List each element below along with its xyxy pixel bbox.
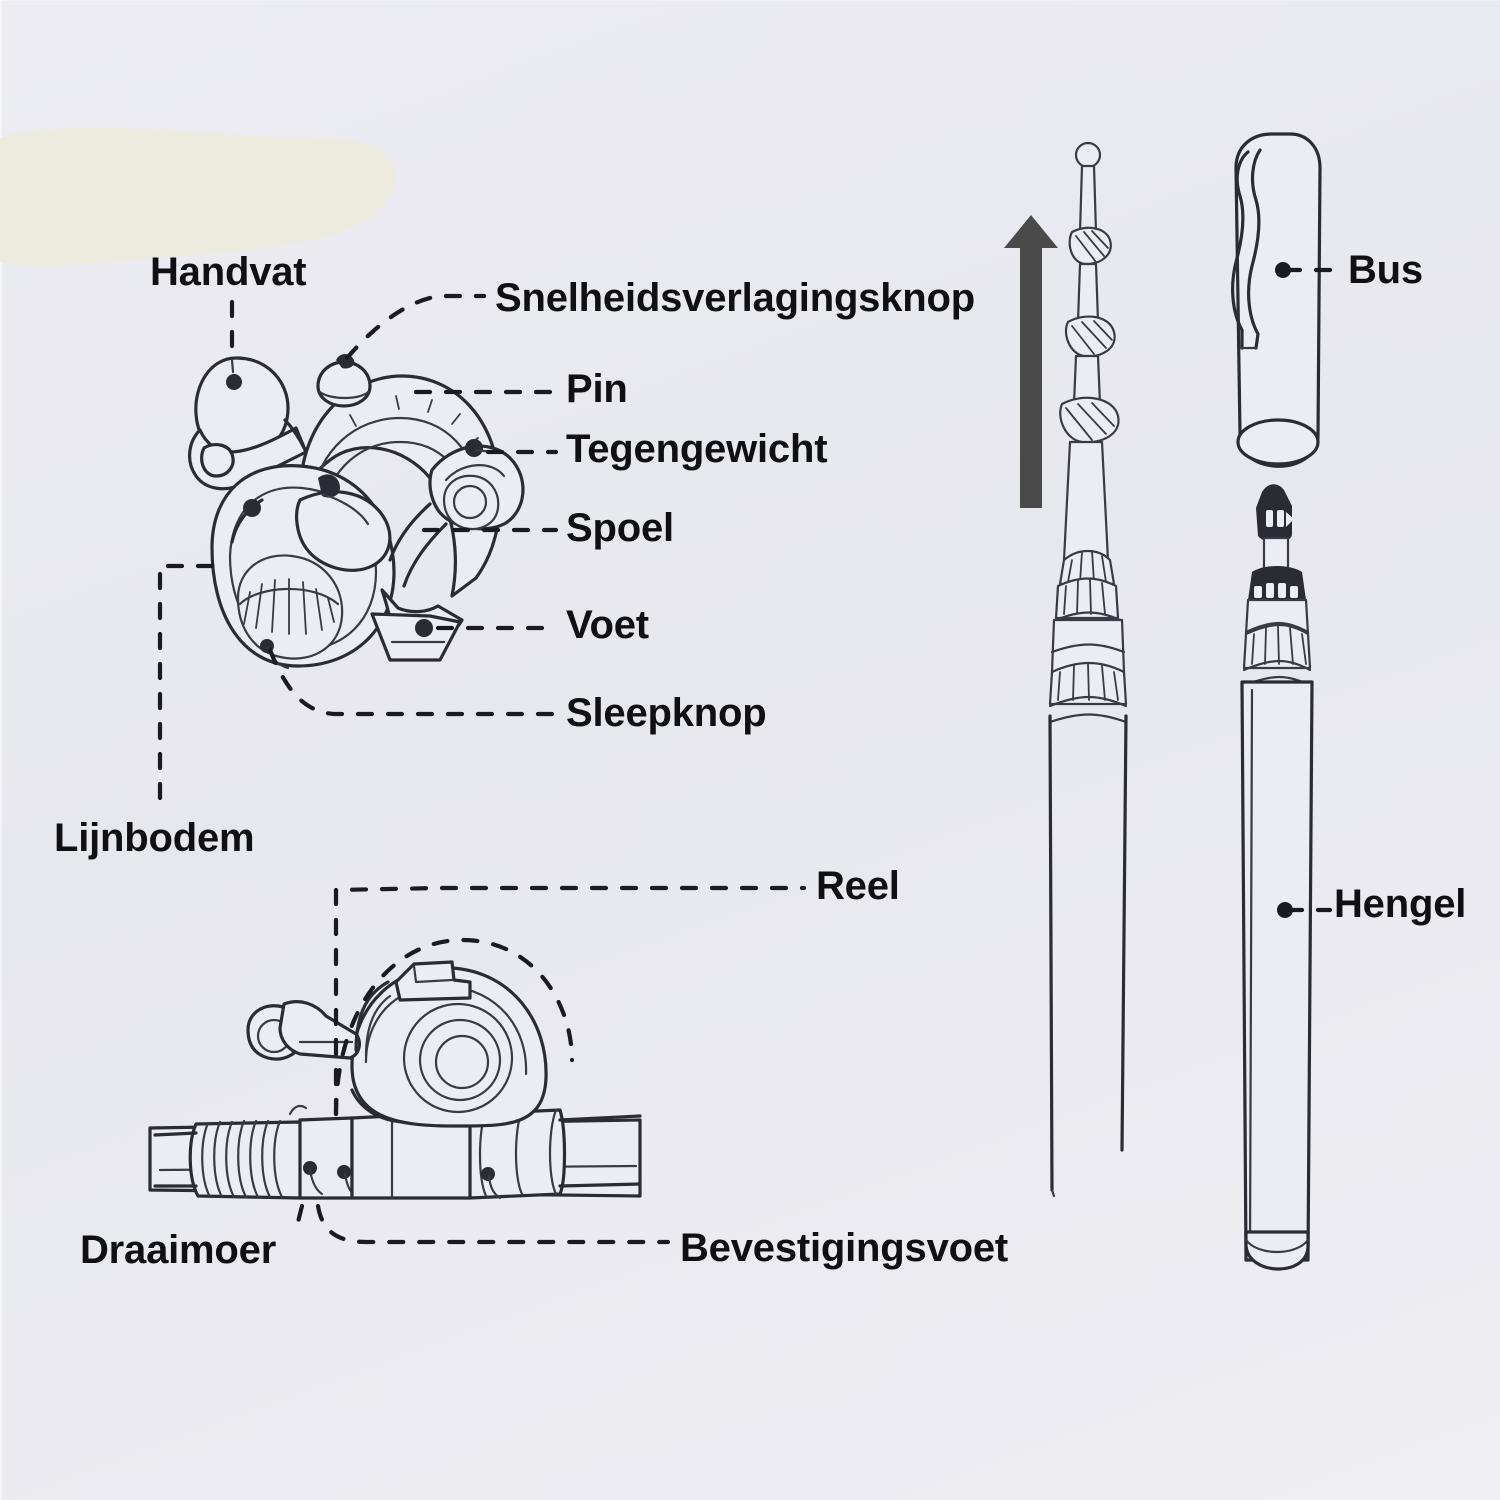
label-snelheidsverlagingsknop: Snelheidsverlagingsknop: [495, 276, 975, 320]
spinning-reel-drawing: [188, 354, 525, 670]
label-tegengewicht: Tegengewicht: [566, 427, 828, 471]
reel-seat-drawing: [148, 960, 642, 1200]
leader-lines-upper: [157, 293, 559, 809]
label-sleepknop: Sleepknop: [566, 691, 767, 735]
label-bus: Bus: [1348, 248, 1423, 292]
label-reel: Reel: [816, 864, 900, 908]
label-lijnbodem: Lijnbodem: [54, 816, 255, 860]
label-hengel: Hengel: [1334, 882, 1467, 926]
decorative-blob: [0, 127, 395, 266]
leader-lines-lower: [293, 885, 807, 1245]
label-draaimoer: Draaimoer: [80, 1228, 277, 1272]
label-bevestigingsvoet: Bevestigingsvoet: [680, 1226, 1009, 1270]
bus-cap-drawing: [1231, 132, 1339, 468]
extend-arrow-icon: [1004, 215, 1058, 508]
label-voet: Voet: [566, 603, 649, 647]
collapsed-rod-drawing: [1240, 484, 1333, 1271]
label-handvat: Handvat: [150, 250, 307, 294]
label-spoel: Spoel: [566, 506, 674, 550]
label-pin: Pin: [566, 367, 628, 411]
extended-rod-drawing: [1048, 141, 1128, 1198]
